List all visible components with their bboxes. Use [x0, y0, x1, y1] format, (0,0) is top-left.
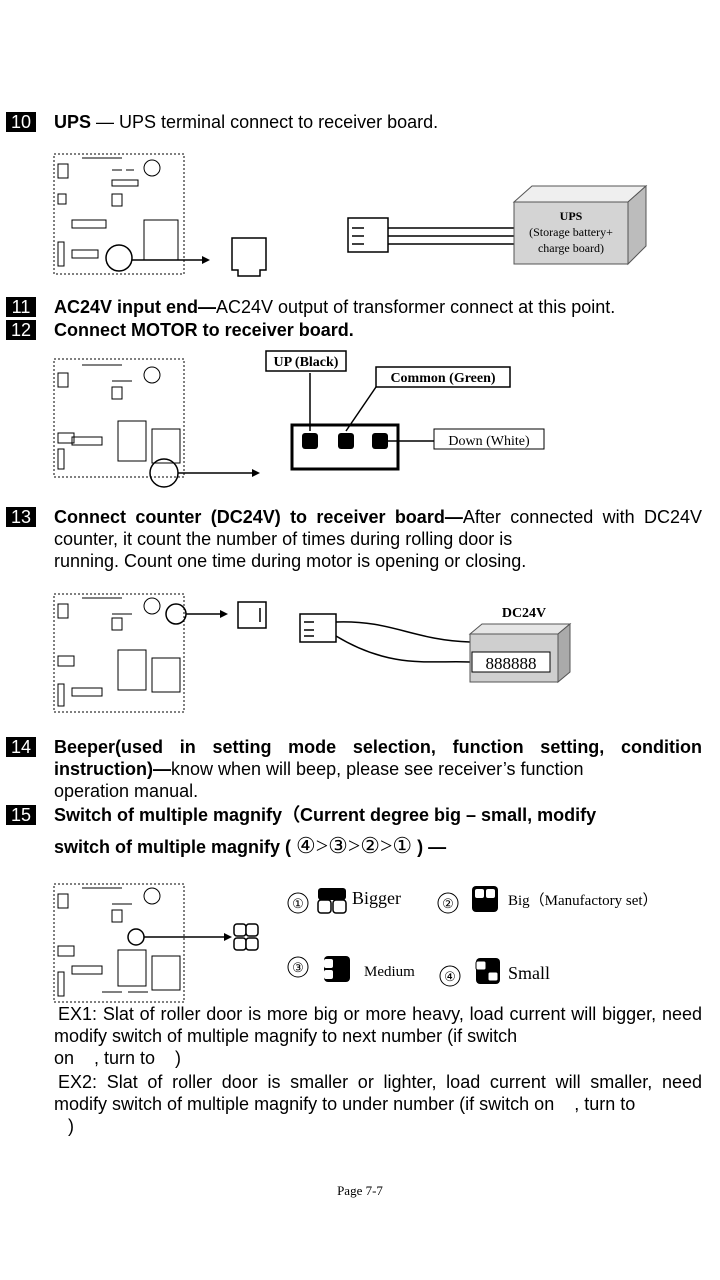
- page-number: Page 7-7: [337, 1183, 383, 1198]
- counter-diagram: DC24V 888888: [53, 593, 572, 713]
- switch-small-icon: [475, 958, 500, 984]
- common-green-label: Common (Green): [390, 371, 495, 386]
- ups-diagram: UPS (Storage battery+ charge board): [53, 153, 648, 277]
- receiver-board-icon: [53, 883, 185, 1003]
- example-1-paragraph: EX1: Slat of roller door is more big or …: [54, 1003, 702, 1069]
- section-15-title-line2: switch of multiple magnify ( ④>③>②>① ) —: [54, 832, 446, 861]
- section-13-title: Connect counter (DC24V) to receiver boar…: [54, 507, 463, 527]
- receiver-board-icon: [53, 593, 185, 713]
- option-3-label: Medium: [364, 964, 415, 980]
- counter-plug-icon: [299, 613, 471, 663]
- ups-plug-icon: [347, 217, 514, 253]
- section-15-symbols: ④>③>②>①: [296, 833, 413, 858]
- example-2-line-b: modify switch of multiple magnify to und…: [54, 1094, 636, 1114]
- section-12-number: 12: [6, 320, 36, 340]
- ups-box-sub1: (Storage battery+: [529, 225, 613, 239]
- section-14-text-a: know when will beep, please see receiver…: [171, 759, 584, 779]
- counter-box-icon: [468, 622, 572, 684]
- section-10-title: UPS: [54, 112, 92, 132]
- example-2-line-a: EX2: Slat of roller door is smaller or l…: [58, 1072, 702, 1092]
- receiver-board-icon: [53, 358, 185, 478]
- section-10-number: 10: [6, 112, 36, 132]
- ups-box-icon: [512, 184, 648, 266]
- example-1-line-c: on , turn to ): [54, 1048, 182, 1068]
- section-13-text-b: running. Count one time during motor is …: [54, 551, 527, 571]
- option-3-number: ③: [292, 960, 304, 975]
- counter-label: DC24V: [502, 606, 546, 621]
- ups-box-sub2: charge board): [538, 241, 604, 255]
- option-4-label: Small: [508, 963, 550, 983]
- section-12-title: Connect MOTOR to receiver board.: [54, 320, 354, 340]
- section-15-title2-b: ) —: [417, 837, 447, 857]
- section-14-title: Beeper(used in setting mode selection, f…: [54, 737, 702, 779]
- example-1-line-a: EX1: Slat of roller door is more big or …: [58, 1004, 597, 1024]
- section-15-title2-a: switch of multiple magnify (: [54, 837, 292, 857]
- section-10-dash: —: [91, 112, 120, 132]
- section-14-paragraph: Beeper(used in setting mode selection, f…: [54, 736, 702, 802]
- ups-box-label: UPS: [560, 209, 583, 223]
- section-14-number: 14: [6, 737, 36, 757]
- example-1-line-b: bigger, need modify switch of multiple m…: [54, 1004, 702, 1046]
- receiver-board-icon: [53, 153, 185, 275]
- option-1-label: Bigger: [352, 888, 401, 908]
- switch-medium-icon: [324, 956, 350, 982]
- motor-diagram: UP (Black) Common (Green) Down (White): [53, 350, 545, 488]
- magnify-switch-diagram: ① Bigger ② Big（Manufactory set） ③ Medium…: [53, 883, 658, 1003]
- switch-big-icon: [472, 886, 498, 912]
- option-1-number: ①: [292, 896, 304, 911]
- option-2-number: ②: [442, 896, 454, 911]
- section-13-paragraph: Connect counter (DC24V) to receiver boar…: [54, 506, 702, 572]
- option-4-number: ④: [444, 969, 456, 984]
- option-2-label: Big（Manufactory set）: [508, 892, 658, 909]
- section-11-number: 11: [6, 297, 36, 317]
- counter-socket-icon: [237, 601, 267, 629]
- example-2-paragraph: EX2: Slat of roller door is smaller or l…: [54, 1071, 702, 1137]
- up-black-label: UP (Black): [274, 355, 339, 370]
- section-15-number: 15: [6, 805, 36, 825]
- section-14-text-b: operation manual.: [54, 781, 199, 801]
- section-13-text-a: After connected with DC24V counter, it c…: [54, 507, 702, 549]
- section-13-number: 13: [6, 507, 36, 527]
- section-10-heading: UPS — UPS terminal connect to receiver b…: [54, 111, 438, 133]
- connector-socket-icon: [231, 237, 267, 277]
- counter-digits: 888888: [486, 654, 537, 673]
- section-10-text: UPS terminal connect to receiver board.: [119, 112, 439, 132]
- switch-block-icon: [233, 923, 259, 951]
- section-15-title: Switch of multiple magnify（Current degre…: [54, 805, 597, 825]
- switch-bigger-icon: [317, 888, 347, 914]
- section-11-title: AC24V input end—: [54, 297, 217, 317]
- section-11-text: AC24V output of transformer connect at t…: [216, 297, 616, 317]
- down-white-label: Down (White): [448, 434, 530, 449]
- section-11-heading: AC24V input end—AC24V output of transfor…: [54, 296, 615, 318]
- example-2-line-c: ): [68, 1116, 74, 1136]
